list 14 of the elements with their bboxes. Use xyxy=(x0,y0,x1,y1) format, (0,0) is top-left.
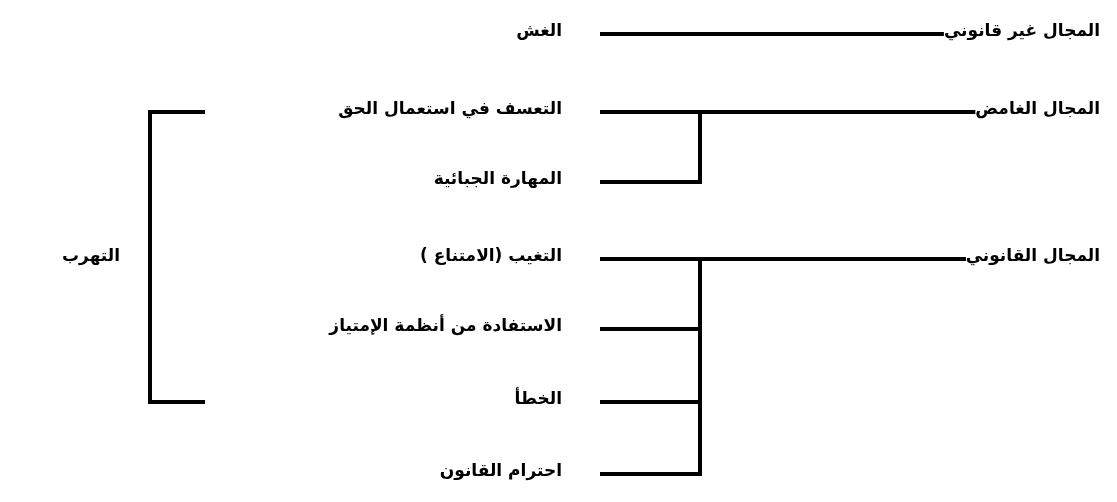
category-label: المجال الغامض xyxy=(975,96,1100,120)
item-label: الاستفادة من أنظمة الإمتياز xyxy=(329,313,600,337)
item-label: التغيب (الامتناع ) xyxy=(420,243,600,267)
group-label: التهرب xyxy=(61,243,120,267)
category-label: المجال غير قانوني xyxy=(943,18,1100,42)
item-label: التعسف في استعمال الحق xyxy=(338,96,600,120)
item-label: المهارة الجبائية xyxy=(433,166,600,190)
item-label: الغش xyxy=(516,18,600,42)
item-label: الخطأ xyxy=(514,386,600,410)
category-label: المجال القانوني xyxy=(965,243,1100,267)
item-label: احترام القانون xyxy=(439,458,600,482)
connector-line xyxy=(600,110,976,184)
connector-line xyxy=(600,32,944,36)
connector-line xyxy=(600,257,966,476)
